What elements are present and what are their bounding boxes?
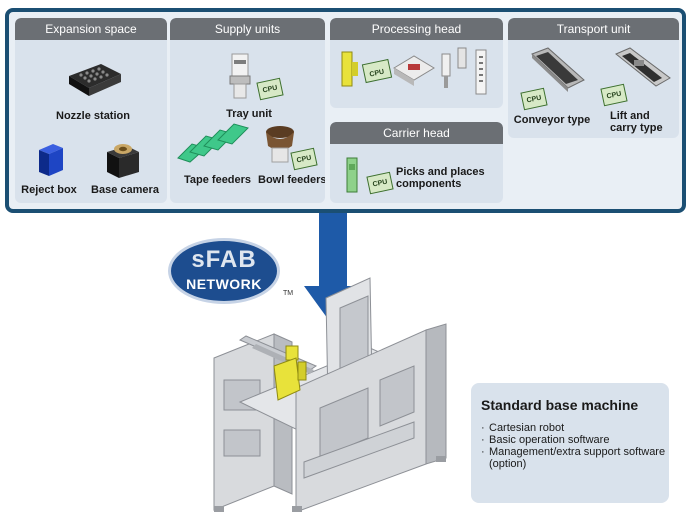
expansion-space-panel: Expansion space Nozzle station Reject bo… <box>15 18 167 203</box>
expansion-space-title: Expansion space <box>15 18 167 40</box>
tray-unit-icon <box>229 53 251 99</box>
standard-base-machine-box: Standard base machine Cartesian robot Ba… <box>471 383 669 503</box>
logo-trademark: TM <box>283 290 294 297</box>
sfab-network-logo: sFAB NETWORK <box>168 238 280 304</box>
tape-feeders-icon <box>177 123 249 163</box>
bowl-cpu-chip: CPU <box>290 147 318 171</box>
reject-box-icon <box>39 144 63 176</box>
processing-head-icon: CPU <box>341 47 487 95</box>
nozzle-station-icon <box>69 64 121 96</box>
info-item-basic-software: Basic operation software <box>481 434 669 446</box>
lift-cpu-chip: CPU <box>600 83 628 107</box>
svg-text:CPU: CPU <box>369 69 385 79</box>
carrier-cpu-chip: CPU <box>366 171 394 195</box>
conveyor-icon <box>531 47 585 92</box>
conveyor-type-label: Conveyor type <box>513 114 591 126</box>
reject-box-label: Reject box <box>21 184 77 196</box>
standard-base-machine-title: Standard base machine <box>481 397 639 413</box>
lift-carry-icon <box>615 47 671 87</box>
supply-units-panel: Supply units CPU Tray unit CPU Tape feed… <box>170 18 325 203</box>
lift-carry-label: Lift and carry type <box>610 110 663 134</box>
standard-base-machine-list: Cartesian robot Basic operation software… <box>481 422 669 470</box>
transport-unit-panel: Transport unit CPU CPU Conveyor type Lif… <box>508 18 679 138</box>
info-item-cartesian-robot: Cartesian robot <box>481 422 669 434</box>
conveyor-cpu-chip: CPU <box>520 87 548 111</box>
carrier-head-title: Carrier head <box>330 122 503 144</box>
tape-feeders-label: Tape feeders <box>184 174 252 186</box>
module-frame: Expansion space Nozzle station Reject bo… <box>5 8 686 213</box>
processing-head-title: Processing head <box>330 18 503 40</box>
carrier-head-icon <box>346 157 358 193</box>
nozzle-station-label: Nozzle station <box>56 110 130 122</box>
bowl-feeders-label: Bowl feeders <box>258 174 325 186</box>
logo-oval <box>168 238 280 304</box>
base-camera-icon <box>107 144 139 178</box>
info-item-management-software: Management/extra support software (optio… <box>481 446 669 470</box>
tray-unit-label: Tray unit <box>226 108 272 120</box>
supply-units-title: Supply units <box>170 18 325 40</box>
carrier-picks-label: Picks and places components <box>396 166 485 190</box>
base-camera-label: Base camera <box>91 184 159 196</box>
tray-cpu-chip: CPU <box>256 77 284 101</box>
transport-unit-title: Transport unit <box>508 18 679 40</box>
processing-head-panel: Processing head CPU <box>330 18 503 108</box>
machine-illustration <box>213 277 447 512</box>
logo-line1: sFAB <box>191 246 257 273</box>
carrier-head-panel: Carrier head CPU Picks and places compon… <box>330 122 503 203</box>
logo-line2: NETWORK <box>186 276 262 292</box>
bowl-feeder-icon <box>266 126 294 163</box>
arrow-shaft <box>319 213 347 288</box>
